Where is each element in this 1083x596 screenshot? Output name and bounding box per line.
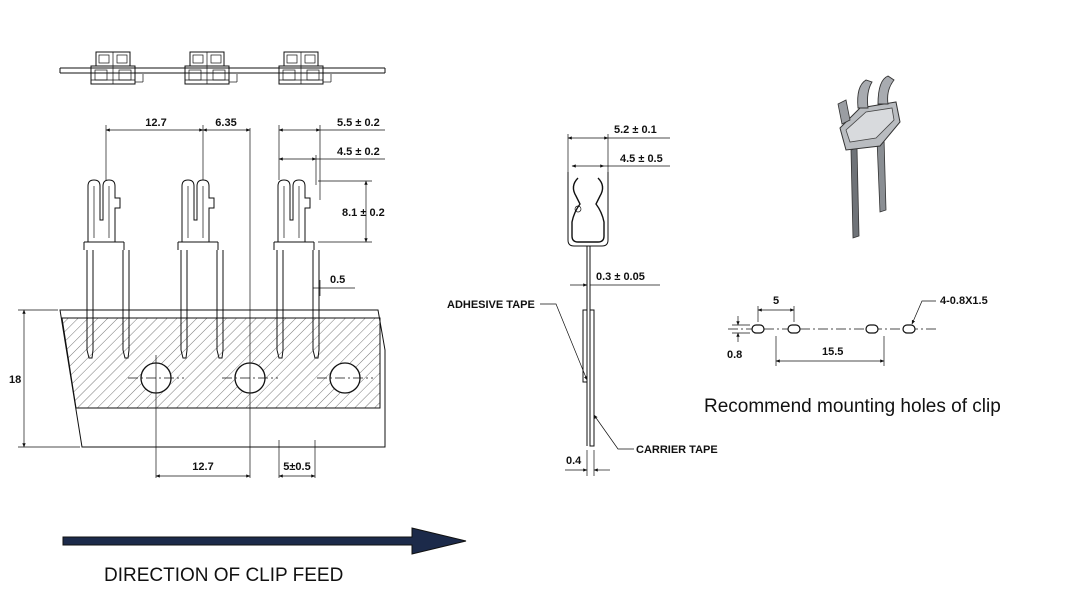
side-view: 5.2 ± 0.1 4.5 ± 0.5 0.3 ± 0.05 0.4 ADHES…: [447, 124, 718, 476]
mounting-holes-view: 5 15.5 0.8 4-0.8X1.5 Recommend mounting …: [704, 295, 1001, 417]
dim-tape-height: 18: [9, 374, 21, 386]
dim-side-outer: 5.2 ± 0.1: [614, 124, 657, 136]
mount-hole-4: [902, 324, 916, 334]
dim-width-inner: 4.5 ± 0.2: [337, 146, 380, 158]
feed-direction-label: DIRECTION OF CLIP FEED: [104, 565, 343, 586]
dim-leg-width: 0.5: [330, 274, 345, 286]
dim-hole-height: 0.8: [727, 349, 742, 361]
mount-hole-2: [787, 324, 801, 334]
dim-hole-total: 15.5: [822, 346, 843, 358]
mount-hole-3: [865, 324, 879, 334]
dim-offset: 6.35: [215, 117, 236, 129]
label-carrier-tape: CARRIER TAPE: [636, 444, 718, 456]
label-adhesive-tape: ADHESIVE TAPE: [447, 299, 535, 311]
dim-pitch-top: 12.7: [145, 117, 166, 129]
dim-hole-spec: 4-0.8X1.5: [940, 295, 988, 307]
dim-side-thickness: 0.3 ± 0.05: [596, 271, 645, 283]
dim-clip-height: 8.1 ± 0.2: [342, 207, 385, 219]
dim-hole-offset: 5±0.5: [283, 461, 310, 473]
clip-3d-illustration: [837, 75, 901, 239]
feed-direction-arrow: [62, 527, 467, 555]
sprocket-hole-3: [317, 362, 373, 394]
dim-width-outer: 5.5 ± 0.2: [337, 117, 380, 129]
dim-hole-spacing: 5: [773, 295, 779, 307]
mount-hole-1: [751, 324, 765, 334]
taped-clips-view: 12.7 6.35 5.5 ± 0.2 4.5 ± 0.2 8.1 ± 0.2 …: [9, 117, 386, 478]
dim-side-inner: 4.5 ± 0.5: [620, 153, 663, 165]
mounting-holes-caption: Recommend mounting holes of clip: [704, 396, 1001, 417]
dim-tape-thickness: 0.4: [566, 455, 582, 467]
dim-pitch-bottom: 12.7: [192, 461, 213, 473]
feed-direction: DIRECTION OF CLIP FEED: [62, 527, 467, 586]
top-strip-view: [59, 51, 386, 85]
